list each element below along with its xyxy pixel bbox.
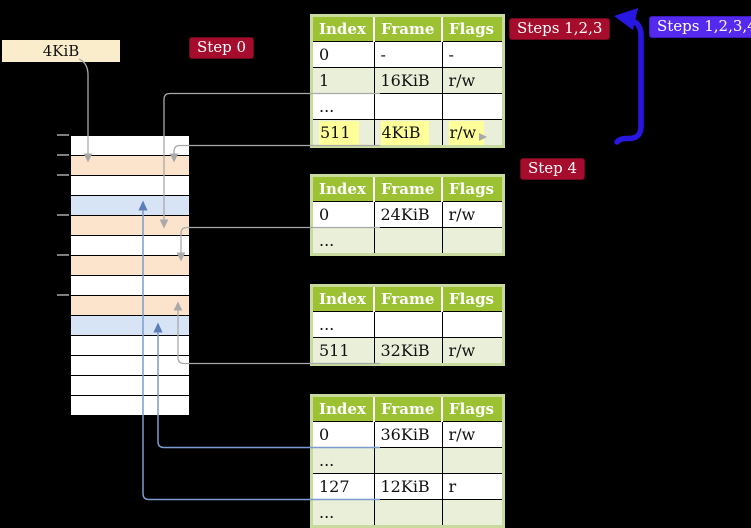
column-header-index: Index (311, 285, 374, 312)
memory-frame-page-table (71, 216, 189, 236)
table-cell (373, 499, 443, 527)
badge-steps-1-2-3: Steps 1,2,3 (509, 18, 611, 40)
memory-frame-empty (71, 136, 189, 156)
table-cell: 127 (311, 473, 375, 500)
table-cell: - (373, 41, 443, 68)
table-cell (373, 227, 443, 255)
table-cell: r (441, 473, 504, 500)
table-cell: r/w (441, 67, 504, 94)
column-header-frame: Frame (373, 395, 442, 422)
table-cell: 16KiB (373, 67, 443, 94)
column-header-flags: Flags (441, 175, 504, 202)
highlighted-value: 4KiB (380, 121, 429, 145)
memory-frame-empty (71, 276, 189, 296)
table-cell (441, 311, 504, 338)
table-row: ... (311, 227, 504, 255)
column-header-index: Index (311, 395, 374, 422)
table-row: ... (311, 447, 504, 474)
table-cell (441, 447, 504, 474)
table-cell: 511 (311, 119, 375, 147)
table-cell: ... (311, 499, 375, 527)
table-cell: - (441, 41, 504, 68)
badge-step-4: Step 4 (520, 158, 586, 180)
table-row: ... (311, 311, 504, 338)
table-row: ... (311, 499, 504, 527)
frame-size-label: 4KiB (2, 40, 120, 62)
table-row: 0-- (311, 41, 504, 68)
table-cell: 32KiB (373, 337, 443, 365)
table-cell (373, 311, 443, 338)
memory-frame-page-table (71, 156, 189, 176)
table-cell: 36KiB (373, 421, 443, 448)
table-cell: 12KiB (373, 473, 443, 500)
memory-frame-empty (71, 336, 189, 356)
memory-frame-empty (71, 236, 189, 256)
table-cell: 0 (311, 421, 375, 448)
loop-arrow (614, 8, 644, 145)
table-cell: r/w (441, 421, 504, 448)
table-cell: r/w (441, 337, 504, 365)
badge-step-0: Step 0 (189, 37, 255, 59)
highlighted-value: 511 (319, 121, 359, 145)
column-header-frame: Frame (373, 15, 442, 42)
column-header-frame: Frame (373, 175, 442, 202)
column-header-flags: Flags (441, 395, 504, 422)
table-cell (441, 93, 504, 120)
memory-address-ticks (57, 134, 69, 296)
memory-frame-mapped-page (71, 196, 189, 216)
table-cell: 24KiB (373, 201, 443, 228)
table-cell (441, 499, 504, 527)
table-row: 511 4KiB r/w (311, 119, 504, 147)
table-cell: ... (311, 93, 375, 120)
memory-frame-empty (71, 176, 189, 196)
column-header-flags: Flags (441, 15, 504, 42)
table-cell: 1 (311, 67, 375, 94)
table-cell: ... (311, 311, 375, 338)
table-cell: ... (311, 447, 375, 474)
table-cell: 0 (311, 41, 375, 68)
column-header-frame: Frame (373, 285, 442, 312)
highlighted-value: r/w (448, 121, 485, 145)
memory-frame-page-table (71, 256, 189, 276)
table-cell: ... (311, 227, 375, 255)
table-row: ... (311, 93, 504, 120)
table-cell (441, 227, 504, 255)
column-header-index: Index (311, 175, 374, 202)
table-cell: 511 (311, 337, 375, 365)
table-cell: r/w (441, 201, 504, 228)
badge-steps-1-2-3-4: Steps 1,2,3,4 (649, 16, 751, 38)
memory-frame-empty (71, 396, 189, 415)
memory-frame-empty (71, 376, 189, 396)
memory-frame-page-table (71, 296, 189, 316)
column-header-flags: Flags (441, 285, 504, 312)
physical-memory-column (70, 135, 190, 416)
column-header-index: Index (311, 15, 374, 42)
table-cell: 0 (311, 201, 375, 228)
table-cell (373, 447, 443, 474)
connector-t1-row511-to-4kib (169, 144, 380, 163)
table-cell (373, 93, 443, 120)
memory-frame-mapped-page (71, 316, 189, 336)
table-cell: 4KiB (373, 119, 443, 147)
table-cell: r/w (441, 119, 504, 147)
memory-frame-empty (71, 356, 189, 376)
